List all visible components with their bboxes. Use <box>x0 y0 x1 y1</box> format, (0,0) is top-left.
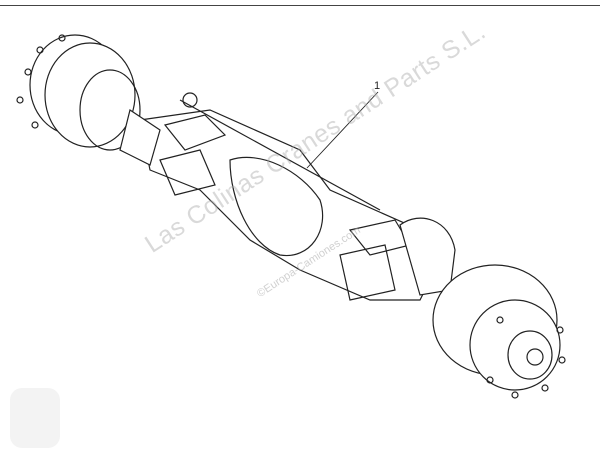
axle-beam <box>139 109 441 301</box>
left-wheel-hub <box>16 34 161 166</box>
right-wheel-hub <box>399 217 566 399</box>
callout-label: 1 <box>374 80 381 92</box>
callout-leader <box>306 91 379 169</box>
top-border-line <box>0 5 600 6</box>
watermark-logo-icon <box>10 388 60 448</box>
axle-housing <box>229 156 324 257</box>
